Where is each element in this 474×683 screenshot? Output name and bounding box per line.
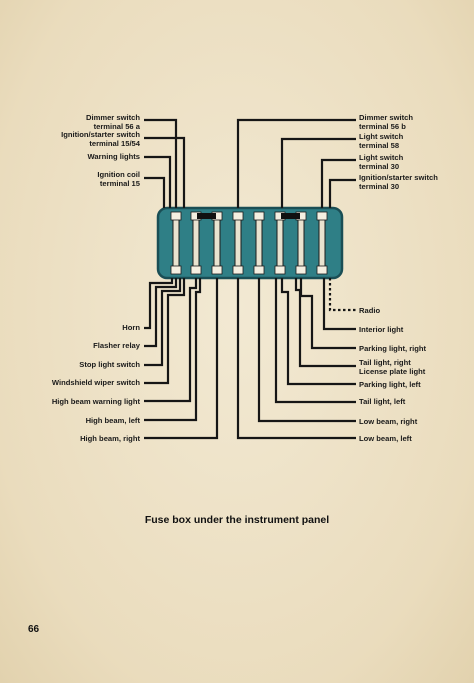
wire-interior-light (322, 278, 356, 331)
wire-tail-right (294, 278, 356, 368)
label-high-beam-warning-light: High beam warning light (51, 397, 140, 406)
label-radio: Radio (359, 306, 381, 315)
wire-horn (144, 278, 174, 330)
fuse-clip-top (316, 211, 328, 221)
fuse-8 (318, 215, 326, 271)
fuse-clip-bottom (190, 265, 202, 275)
label-windshield-wiper-switch: Windshield wiper switch (51, 378, 140, 387)
label-parking-light-right: Parking light, right (359, 344, 427, 353)
label-flasher-relay: Flasher relay (93, 341, 140, 350)
fuse-2 (192, 215, 200, 271)
fuse-5 (255, 215, 263, 271)
bridge-bar (197, 213, 216, 219)
label-ignition-starter-30: Ignition/starter switch terminal 30 (359, 173, 438, 191)
label-low-beam-right: Low beam, right (359, 417, 418, 426)
wire-flasher-relay (144, 278, 178, 348)
label-light-switch-58: Light switch terminal 58 (359, 132, 404, 150)
label-interior-light: Interior light (359, 325, 404, 334)
label-tail-light-right: Tail light, right License plate light (359, 358, 426, 376)
wire-ignition-coil (144, 176, 166, 208)
fuse-clip-bottom (170, 265, 182, 275)
wire-ignition-15-54 (144, 136, 186, 208)
fuse-clip-bottom (232, 265, 244, 275)
wire-hb-left (144, 278, 202, 422)
wire-dimmer-56a (144, 118, 178, 208)
bridge-bar (281, 213, 300, 219)
fuse-clip-bottom (211, 265, 223, 275)
fuse-clip-bottom (316, 265, 328, 275)
fuse-clip-bottom (274, 265, 286, 275)
wire-hb-warning (144, 278, 198, 403)
label-ignition-coil-15: Ignition coil terminal 15 (97, 170, 140, 188)
wire-warning-lights (144, 155, 172, 208)
fuse-clip-top (232, 211, 244, 221)
label-dimmer-switch-56b: Dimmer switch terminal 56 b (359, 113, 414, 131)
wire-low-beam-right (257, 278, 356, 423)
fuse-clip-top (170, 211, 182, 221)
label-horn: Horn (122, 323, 140, 332)
wire-light-switch-58 (280, 137, 356, 208)
fuse-3 (213, 215, 221, 271)
label-high-beam-left: High beam, left (85, 416, 140, 425)
fuse-clip-bottom (295, 265, 307, 275)
wire-wiper (144, 278, 186, 385)
label-stop-light-switch: Stop light switch (79, 360, 140, 369)
fuse-7 (297, 215, 305, 271)
fuse-4 (234, 215, 242, 271)
wire-parking-left (280, 278, 356, 386)
wire-radio (328, 278, 356, 312)
label-high-beam-right: High beam, right (80, 434, 140, 443)
wire-dimmer-56b (236, 118, 356, 208)
label-ignition-starter-15-54: Ignition/starter switch terminal 15/54 (61, 130, 140, 148)
label-low-beam-left: Low beam, left (359, 434, 412, 443)
label-warning-lights: Warning lights (87, 152, 140, 161)
wire-hb-right (144, 278, 219, 440)
fuse-1 (172, 215, 180, 271)
page-number: 66 (28, 624, 40, 635)
label-parking-light-left: Parking light, left (359, 380, 421, 389)
wires (144, 118, 356, 440)
label-dimmer-switch-56a: Dimmer switch terminal 56 a (85, 113, 140, 131)
wire-ignition-30 (328, 178, 356, 208)
label-tail-light-left: Tail light, left (359, 397, 406, 406)
wire-light-switch-30 (320, 158, 356, 208)
wire-tail-left (274, 278, 356, 404)
fuse-box-body (156, 206, 344, 280)
wire-parking-right (299, 278, 356, 350)
fuse-clip-bottom (253, 265, 265, 275)
fuse-clip-top (253, 211, 265, 221)
wire-stop-light (144, 278, 182, 367)
wire-low-beam-left (236, 278, 356, 440)
label-light-switch-30: Light switch terminal 30 (359, 153, 404, 171)
fuse-box (156, 206, 344, 280)
fuse-6 (276, 215, 284, 271)
figure-caption: Fuse box under the instrument panel (144, 514, 330, 526)
